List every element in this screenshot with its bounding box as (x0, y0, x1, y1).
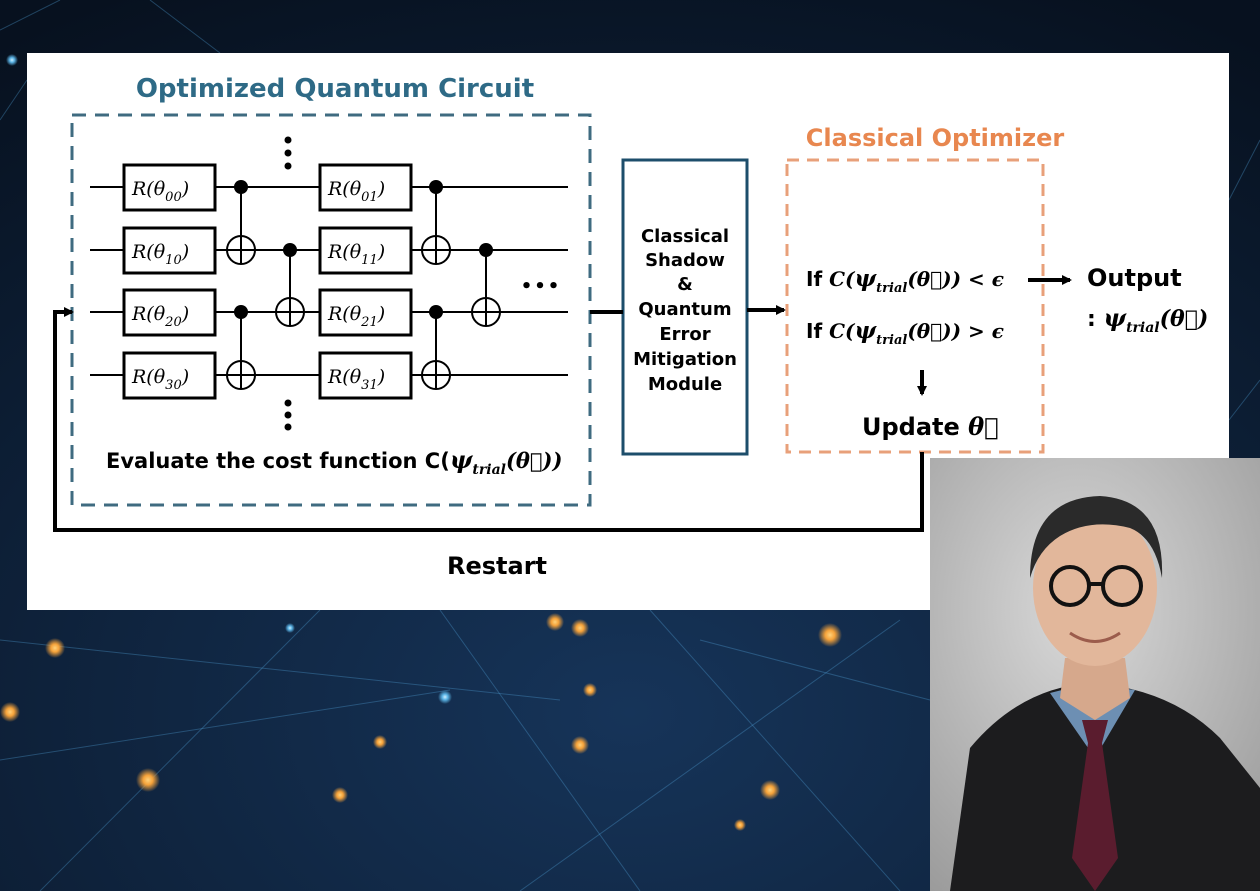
gate-r-01: R(θ01) (318, 163, 413, 212)
circuit-title: Optimized Quantum Circuit (136, 74, 534, 104)
gate-r-31: R(θ31) (318, 351, 413, 400)
gate-r-10: R(θ10) (122, 226, 217, 275)
evaluate-text: Evaluate the cost function C(ψtrial(θ⃗)) (106, 445, 562, 478)
condition-converged: If C(ψtrial(θ⃗)) < ϵ (806, 265, 1004, 296)
gate-r-21: R(θ21) (318, 288, 413, 337)
update-text: Update θ⃗ (862, 412, 999, 441)
condition-not-converged: If C(ψtrial(θ⃗)) > ϵ (806, 317, 1004, 348)
vertical-dots-bottom (284, 399, 292, 431)
gate-r-11: R(θ11) (318, 226, 413, 275)
restart-loop-arrow (53, 307, 924, 532)
cnot-gates (226, 187, 501, 390)
output-label: Output (1087, 264, 1182, 292)
vertical-dots-top (284, 136, 292, 170)
gate-r-20: R(θ20) (122, 288, 217, 337)
svg-text:Error: Error (659, 324, 710, 345)
gate-r-00: R(θ00) (122, 163, 217, 212)
portrait-photo (930, 458, 1260, 891)
svg-text:R(θ20): R(θ20) (131, 303, 189, 330)
svg-text:R(θ21): R(θ21) (327, 303, 385, 330)
svg-text:R(θ30): R(θ30) (131, 366, 189, 393)
svg-text:Mitigation: Mitigation (633, 349, 737, 370)
gate-r-30: R(θ30) (122, 351, 217, 400)
glow-dots (0, 54, 842, 831)
mitigation-module-box (621, 158, 749, 456)
qubit-wires (90, 186, 568, 376)
mitigation-module-label: Classical Shadow & Quantum Error Mitigat… (633, 226, 737, 395)
horizontal-dots: ••• (521, 276, 562, 297)
svg-text:Classical: Classical (641, 226, 729, 247)
svg-text:R(θ11): R(θ11) (327, 241, 385, 268)
svg-text:Module: Module (648, 374, 722, 395)
svg-text:R(θ01): R(θ01) (327, 178, 385, 205)
output-value: : ψtrial(θ⃗) (1087, 303, 1208, 336)
svg-text:R(θ31): R(θ31) (327, 366, 385, 393)
restart-label: Restart (447, 552, 547, 580)
optimizer-box (785, 158, 1045, 454)
svg-text:R(θ00): R(θ00) (131, 178, 189, 205)
svg-text:Shadow: Shadow (645, 250, 725, 271)
svg-text:R(θ10): R(θ10) (131, 241, 189, 268)
cnot-controls (234, 180, 493, 319)
optimizer-title: Classical Optimizer (806, 124, 1065, 152)
svg-text:&: & (677, 274, 693, 295)
svg-text:Quantum: Quantum (638, 299, 731, 320)
